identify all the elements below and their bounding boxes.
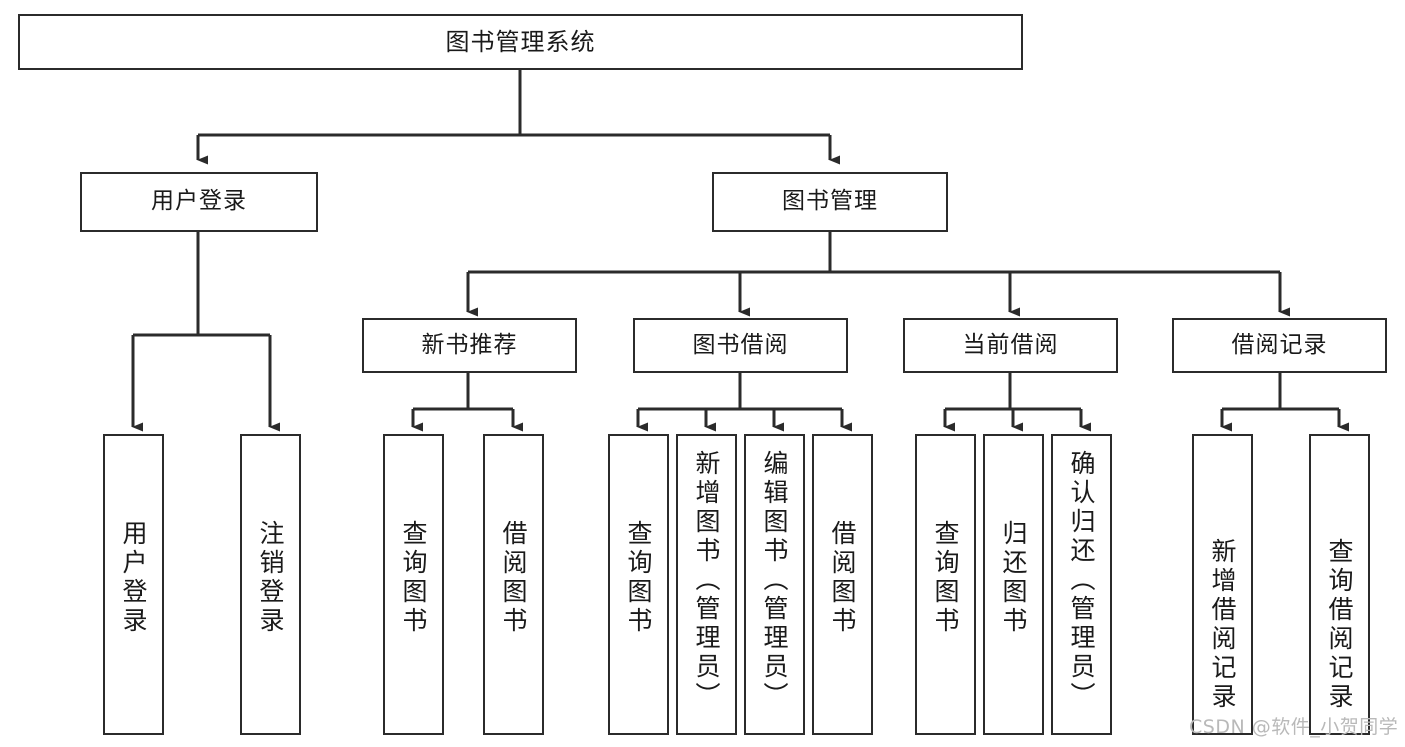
leaf-query-book-current[interactable]: 查询图书 [915, 434, 976, 735]
watermark: CSDN @软件_小贺同学 [1189, 716, 1399, 738]
leaf-borrow-book-recommend-label: 借阅图书 [499, 520, 528, 636]
leaf-confirm-return-admin-label: 确认归还（管理员） [1067, 450, 1096, 711]
node-user-login[interactable]: 用户登录 [80, 172, 318, 232]
leaf-add-borrow-record-label: 新增借阅记录 [1208, 538, 1237, 712]
leaf-user-login[interactable]: 用户登录 [103, 434, 164, 735]
leaf-query-borrow-record-label: 查询借阅记录 [1325, 538, 1354, 712]
leaf-return-book[interactable]: 归还图书 [983, 434, 1044, 735]
node-borrow-record[interactable]: 借阅记录 [1172, 318, 1387, 373]
node-current-borrow[interactable]: 当前借阅 [903, 318, 1118, 373]
node-book-management[interactable]: 图书管理 [712, 172, 948, 232]
leaf-borrow-book[interactable]: 借阅图书 [812, 434, 873, 735]
leaf-logout[interactable]: 注销登录 [240, 434, 301, 735]
node-user-login-label: 用户登录 [151, 188, 247, 215]
node-new-book-recommend-label: 新书推荐 [421, 331, 518, 358]
leaf-logout-label: 注销登录 [256, 520, 285, 636]
leaf-user-login-label: 用户登录 [119, 520, 148, 636]
node-borrow-record-label: 借阅记录 [1231, 331, 1328, 358]
leaf-add-borrow-record[interactable]: 新增借阅记录 [1192, 434, 1253, 735]
leaf-confirm-return-admin[interactable]: 确认归还（管理员） [1051, 434, 1112, 735]
leaf-return-book-label: 归还图书 [999, 520, 1028, 636]
node-new-book-recommend[interactable]: 新书推荐 [362, 318, 577, 373]
node-root[interactable]: 图书管理系统 [18, 14, 1023, 70]
leaf-edit-book-admin[interactable]: 编辑图书（管理员） [744, 434, 805, 735]
node-current-borrow-label: 当前借阅 [962, 331, 1059, 358]
leaf-query-book-recommend[interactable]: 查询图书 [383, 434, 444, 735]
leaf-add-book-admin-label: 新增图书（管理员） [692, 450, 721, 711]
leaf-add-book-admin[interactable]: 新增图书（管理员） [676, 434, 737, 735]
leaf-edit-book-admin-label: 编辑图书（管理员） [760, 450, 789, 711]
node-root-label: 图书管理系统 [445, 27, 596, 56]
leaf-query-book-borrow[interactable]: 查询图书 [608, 434, 669, 735]
node-book-management-label: 图书管理 [782, 188, 878, 215]
leaf-query-book-current-label: 查询图书 [931, 520, 960, 636]
leaf-query-book-recommend-label: 查询图书 [399, 520, 428, 636]
leaf-borrow-book-recommend[interactable]: 借阅图书 [483, 434, 544, 735]
leaf-borrow-book-label: 借阅图书 [828, 520, 857, 636]
leaf-query-book-borrow-label: 查询图书 [624, 520, 653, 636]
leaf-query-borrow-record[interactable]: 查询借阅记录 [1309, 434, 1370, 735]
node-book-borrow-label: 图书借阅 [692, 331, 789, 358]
node-book-borrow[interactable]: 图书借阅 [633, 318, 848, 373]
